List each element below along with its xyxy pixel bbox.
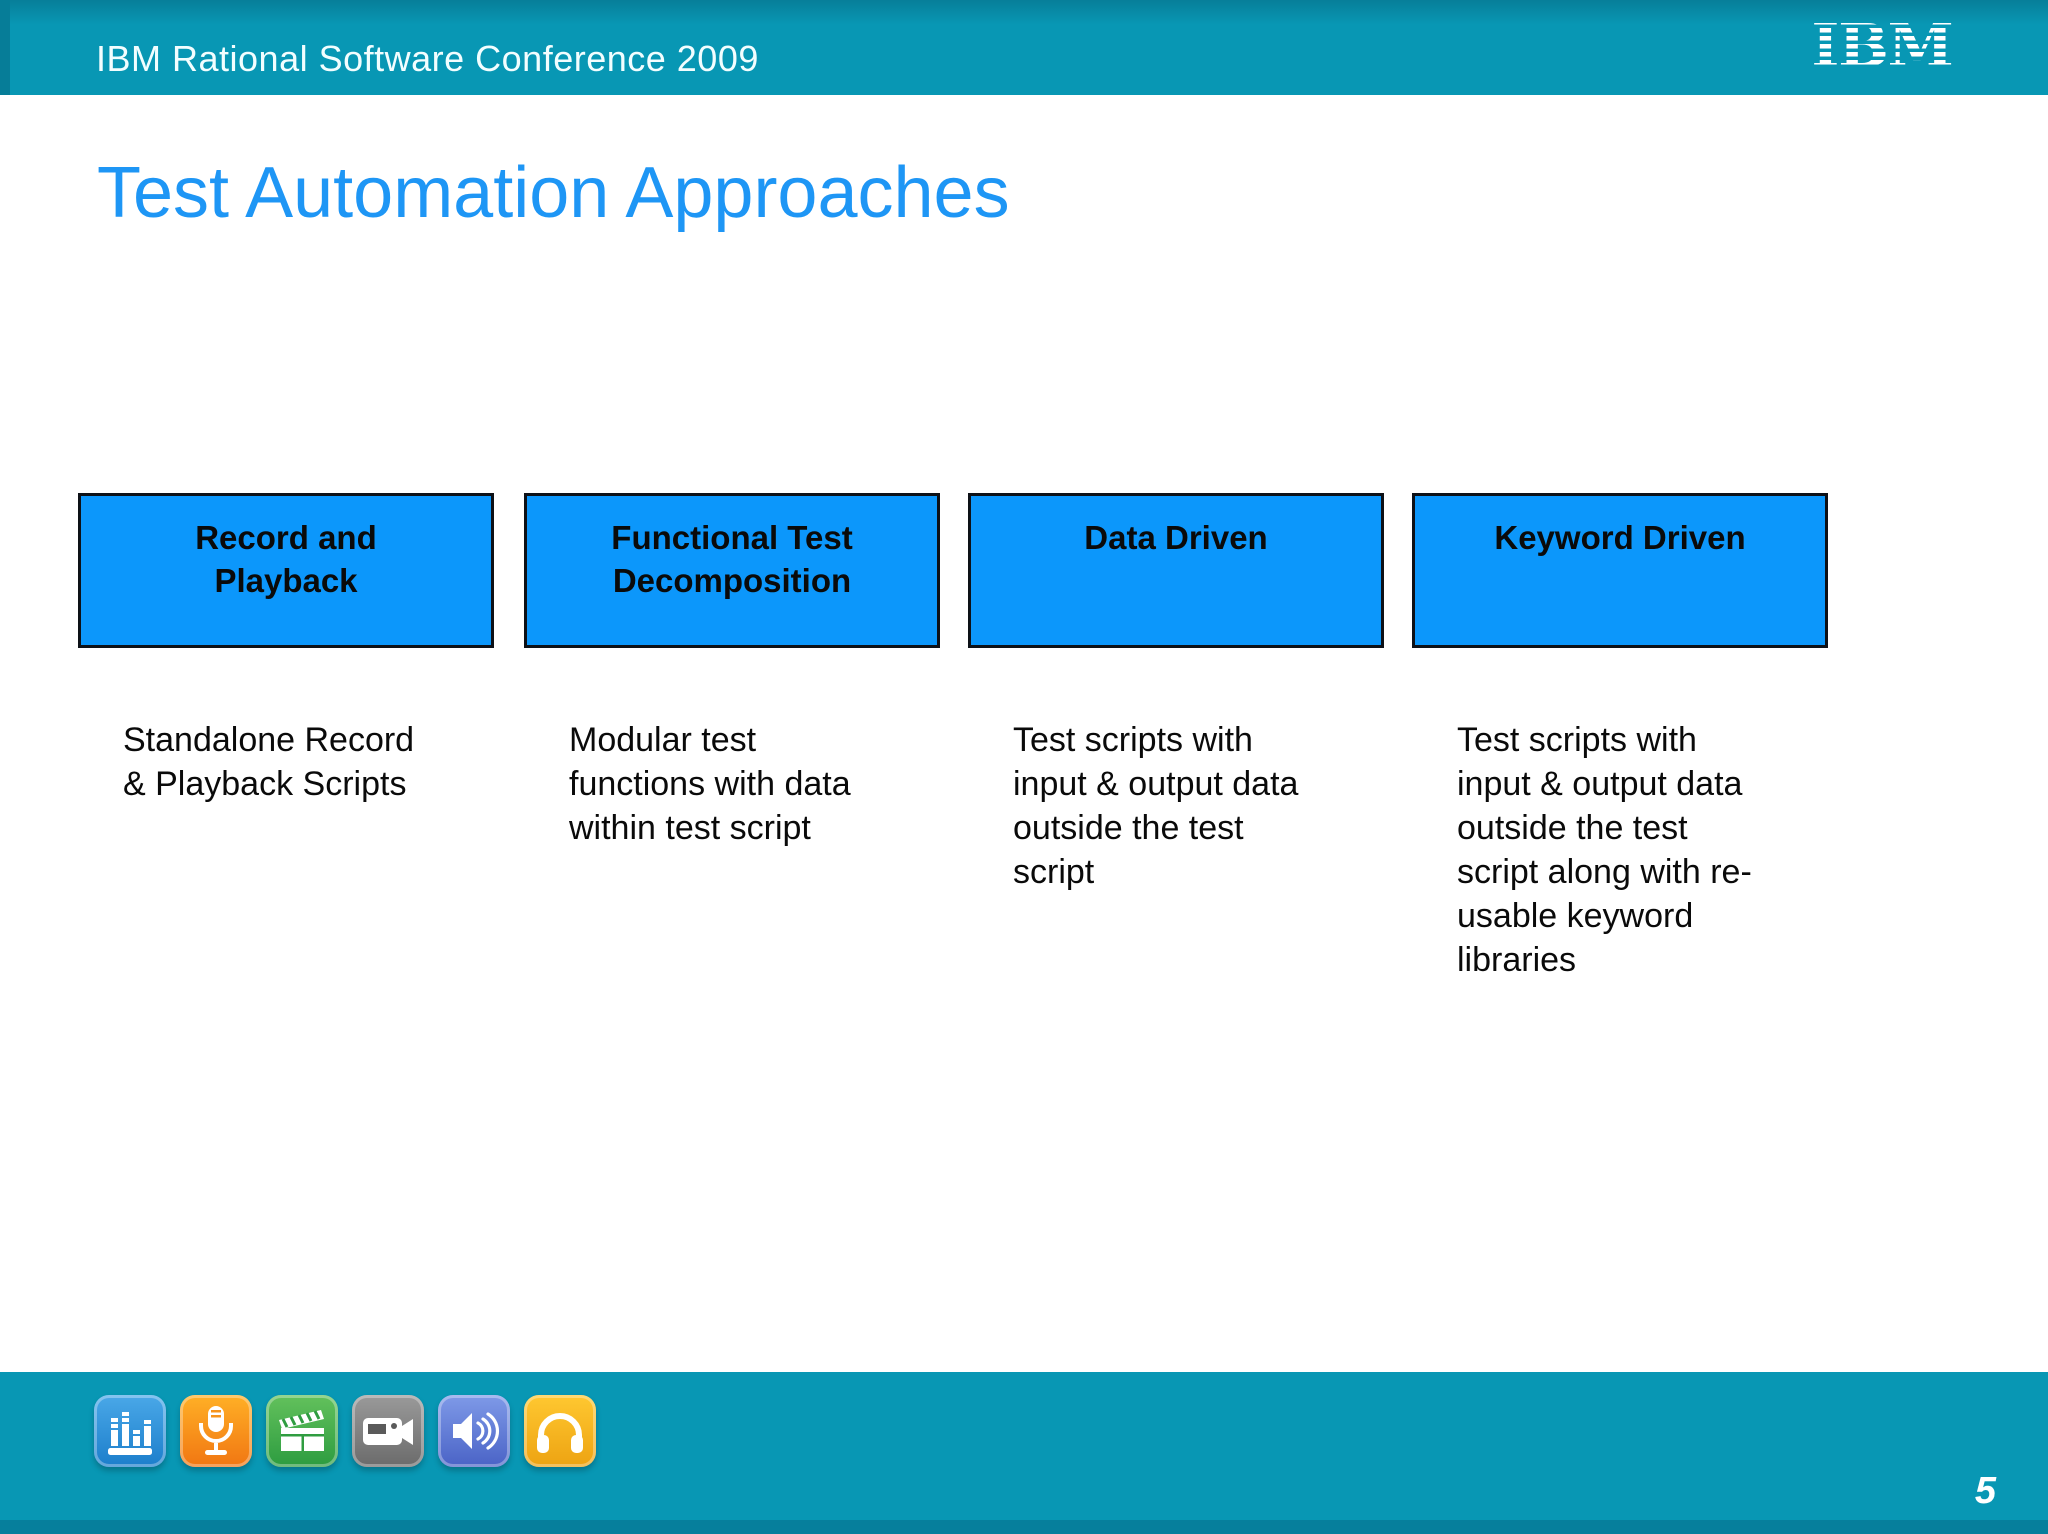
headphones-glyph bbox=[537, 1413, 583, 1453]
video-camera-icon bbox=[352, 1395, 424, 1467]
approach-box: Keyword Driven bbox=[1412, 493, 1828, 648]
approach-column-functional-decomposition: Functional Test Decomposition Modular te… bbox=[524, 493, 940, 850]
clapperboard-icon bbox=[266, 1395, 338, 1467]
approach-box-label: Functional Test Decomposition bbox=[611, 519, 853, 599]
page-number: 5 bbox=[1974, 1470, 1996, 1512]
media-icon-strip bbox=[94, 1395, 596, 1467]
approach-description: Test scripts with input & output data ou… bbox=[1013, 721, 1299, 891]
page-title: Test Automation Approaches bbox=[97, 153, 1010, 233]
approach-box: Functional Test Decomposition bbox=[524, 493, 940, 648]
speaker-icon bbox=[438, 1395, 510, 1467]
microphone-icon bbox=[180, 1395, 252, 1467]
ibm-logo-text: IBM bbox=[1811, 12, 1952, 76]
approach-box-label: Record and Playback bbox=[195, 519, 377, 599]
video-camera-glyph bbox=[363, 1418, 413, 1445]
approach-box: Record and Playback bbox=[78, 493, 494, 648]
approach-box-label: Data Driven bbox=[1084, 519, 1268, 556]
header-banner: IBM Rational Software Conference 2009 IB… bbox=[0, 0, 2048, 95]
approach-column-record-playback: Record and Playback Standalone Record & … bbox=[78, 493, 494, 806]
clapperboard-glyph bbox=[279, 1410, 324, 1451]
equalizer-glyph bbox=[108, 1412, 152, 1455]
approach-description: Test scripts with input & output data ou… bbox=[1457, 721, 1752, 979]
speaker-glyph bbox=[453, 1412, 499, 1450]
approach-description: Modular test functions with data within … bbox=[569, 721, 851, 847]
equalizer-icon bbox=[94, 1395, 166, 1467]
approach-box-label: Keyword Driven bbox=[1494, 519, 1746, 556]
approach-box: Data Driven bbox=[968, 493, 1384, 648]
approach-column-keyword-driven: Keyword Driven Test scripts with input &… bbox=[1412, 493, 1828, 982]
conference-title: IBM Rational Software Conference 2009 bbox=[96, 38, 759, 79]
approach-column-data-driven: Data Driven Test scripts with input & ou… bbox=[968, 493, 1384, 894]
headphones-icon bbox=[524, 1395, 596, 1467]
approach-description: Standalone Record & Playback Scripts bbox=[123, 721, 415, 803]
footer-banner: 5 bbox=[0, 1372, 2048, 1534]
ibm-logo-icon: IBM bbox=[1811, 12, 1954, 76]
microphone-glyph bbox=[199, 1406, 233, 1455]
